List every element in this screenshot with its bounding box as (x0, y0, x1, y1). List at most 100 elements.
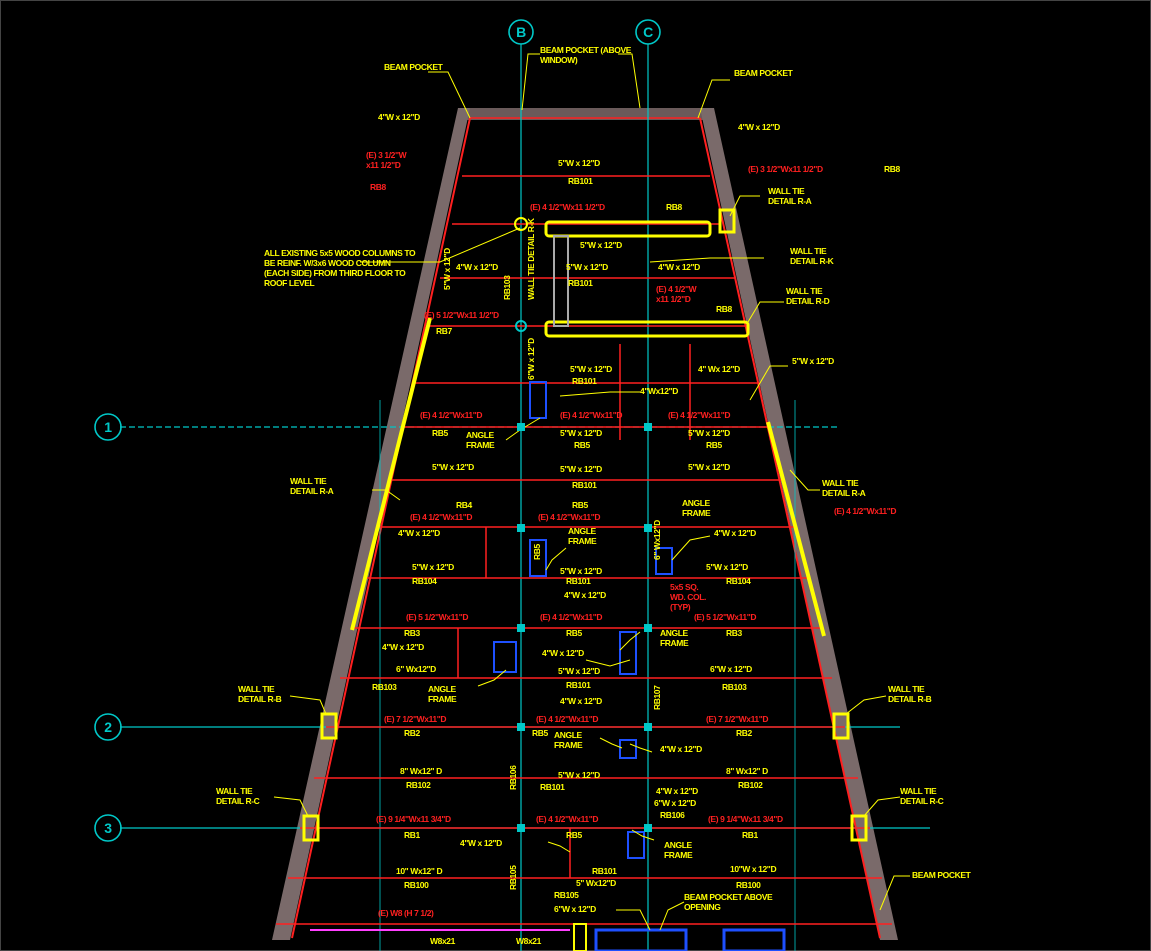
label-rb5-right: RB5 (706, 440, 722, 450)
label-5x12-q: 5"W x 12"D (558, 666, 600, 676)
grid-label-2: 2 (104, 719, 112, 735)
label-rb5-h: RB5 (566, 830, 582, 840)
label-5x12-d: 5"W x 12"D (560, 428, 602, 438)
label-rb5-left: RB5 (432, 428, 448, 438)
label-5x12-n: 5"W x 12"D (706, 562, 748, 572)
label-rb102-right: RB102 (738, 780, 763, 790)
label-e4-row1-mid: (E) 4 1/2"Wx11"D (560, 410, 622, 420)
label-10x12-b: 10"W x 12"D (730, 864, 776, 874)
label-e4-b3: (E) 4 1/2"Wx11"D (834, 506, 896, 516)
label-rb101-top: RB101 (568, 176, 593, 186)
label-e4-top: (E) 4 1/2"Wx11 1/2"D (530, 202, 605, 212)
label-rb106: RB106 (660, 810, 685, 820)
label-e4-row3: (E) 4 1/2"Wx11"D (536, 814, 598, 824)
label-4x12-r: 4"W x 12"D (560, 696, 602, 706)
label-4x12-r1: 4"W x 12"D (658, 262, 700, 272)
label-beam-pocket-left: BEAM POCKET (384, 62, 444, 72)
label-5x12-c: 5"W x 12"D (570, 364, 612, 374)
label-e7-left: (E) 7 1/2"Wx11"D (384, 714, 446, 724)
label-vert-8: RB106 (508, 765, 518, 790)
leader-lines (273, 53, 910, 931)
right-wall-inner-line (699, 117, 881, 939)
label-e4-row1-right: (E) 4 1/2"Wx11"D (668, 410, 730, 420)
label-e4-row1-left: (E) 4 1/2"Wx11"D (420, 410, 482, 420)
label-rb5-g: RB5 (532, 728, 548, 738)
label-rb103-left: RB103 (372, 682, 397, 692)
grid-lines (120, 44, 930, 951)
grid-label-b: B (516, 24, 526, 40)
label-e4-row2: (E) 4 1/2"Wx11"D (536, 714, 598, 724)
label-vert-9: RB105 (508, 865, 518, 890)
top-wall (458, 108, 714, 120)
grid-label-c: C (643, 24, 653, 40)
label-rb101-b: RB101 (568, 278, 593, 288)
label-rb105: RB105 (554, 890, 579, 900)
label-8x12-a: 8" Wx12" D (400, 766, 442, 776)
label-5x12-k: 5"W x 12"D (412, 562, 454, 572)
label-rb101-f: RB101 (566, 680, 591, 690)
annotation-labels: BEAM POCKET BEAM POCKET BEAM POCKET (ABOVE… (216, 45, 972, 946)
column-markers (514, 217, 652, 832)
grid-bubble-3 (94, 814, 122, 842)
label-5x12-a: 5"W x 12"D (580, 240, 622, 250)
label-rb2-right: RB2 (736, 728, 752, 738)
label-e4-row: (E) 4 1/2"Wx11"D (540, 612, 602, 622)
label-5x12-h: 5"W x 12"D (688, 462, 730, 472)
label-rb101-c: RB101 (572, 376, 597, 386)
label-rb8-left: RB8 (370, 182, 386, 192)
label-4x12-top-left: 4"W x 12"D (378, 112, 420, 122)
label-rb5-f: RB5 (566, 628, 582, 638)
label-e5-row: (E) 5 1/2"Wx11"D (406, 612, 468, 622)
grid-bubble-2 (94, 713, 122, 741)
label-4x12-u: 4"W x 12"D (656, 786, 698, 796)
label-rb1-right: RB1 (742, 830, 758, 840)
label-6x12-d: 6"W x 12"D (554, 904, 596, 914)
label-e-w8: (E) W8 (H 7 1/2) (378, 908, 434, 918)
label-rb5-e: RB5 (572, 500, 588, 510)
label-6x12-b: 6"W x 12"D (710, 664, 752, 674)
label-e9-right: (E) 9 1/4"Wx11 3/4"D (708, 814, 783, 824)
label-w8x21-b: W8x21 (516, 936, 542, 946)
label-rb101-h: RB101 (592, 866, 617, 876)
grid-bubbles (94, 19, 661, 842)
label-4x12-m: 4"W x 12"D (564, 590, 606, 600)
label-vert-5: RB5 (532, 544, 542, 560)
label-e7-right: (E) 7 1/2"Wx11"D (706, 714, 768, 724)
grid-bubble-c (635, 19, 661, 45)
label-4wx12d-center: 4"Wx12"D (640, 386, 678, 396)
label-beam-pocket-bottom: BEAM POCKET (912, 870, 972, 880)
label-4x12-v: 4"W x 12"D (460, 838, 502, 848)
label-beam-pocket-right: BEAM POCKET (734, 68, 794, 78)
label-6x12-a: 6" Wx12"D (396, 664, 436, 674)
grid-label-3: 3 (104, 820, 112, 836)
label-4x12-rb-right: 4" Wx 12"D (698, 364, 740, 374)
label-e5-row-r: (E) 5 1/2"Wx11"D (694, 612, 756, 622)
label-5x12-l: 5"W x 12"D (560, 566, 602, 576)
label-4x12-i: 4"W x 12"D (398, 528, 440, 538)
label-5x5-col: 5x5 SQ.WD. COL.(TYP) (670, 582, 706, 612)
grid-label-1: 1 (104, 419, 112, 435)
label-rb3-left: RB3 (404, 628, 420, 638)
label-5x12-f: 5"W x 12"D (432, 462, 474, 472)
label-rb101-g: RB101 (540, 782, 565, 792)
label-e9-left: (E) 9 1/4"Wx11 3/4"D (376, 814, 451, 824)
label-e5-left: (E) 5 1/2"Wx11 1/2"D (424, 310, 499, 320)
label-rb104-left: RB104 (412, 576, 437, 586)
wall-ties (302, 208, 868, 842)
label-rb101-d: RB101 (572, 480, 597, 490)
